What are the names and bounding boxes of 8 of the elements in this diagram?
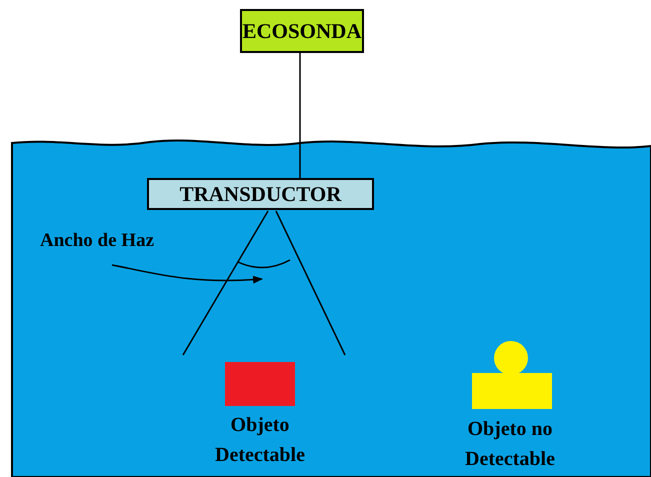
object-caption: Objeto no Detectable (464, 417, 556, 472)
device-label-box: ECOSONDA (240, 9, 364, 53)
beam-angle-arc (238, 259, 290, 268)
leader-arrow (112, 264, 263, 284)
transducer-label-box: TRANSDUCTOR (147, 178, 374, 210)
beam-width-label: Ancho de Haz (40, 230, 210, 252)
object-caption: Objeto Detectable (214, 413, 306, 468)
connector-line (299, 53, 301, 178)
